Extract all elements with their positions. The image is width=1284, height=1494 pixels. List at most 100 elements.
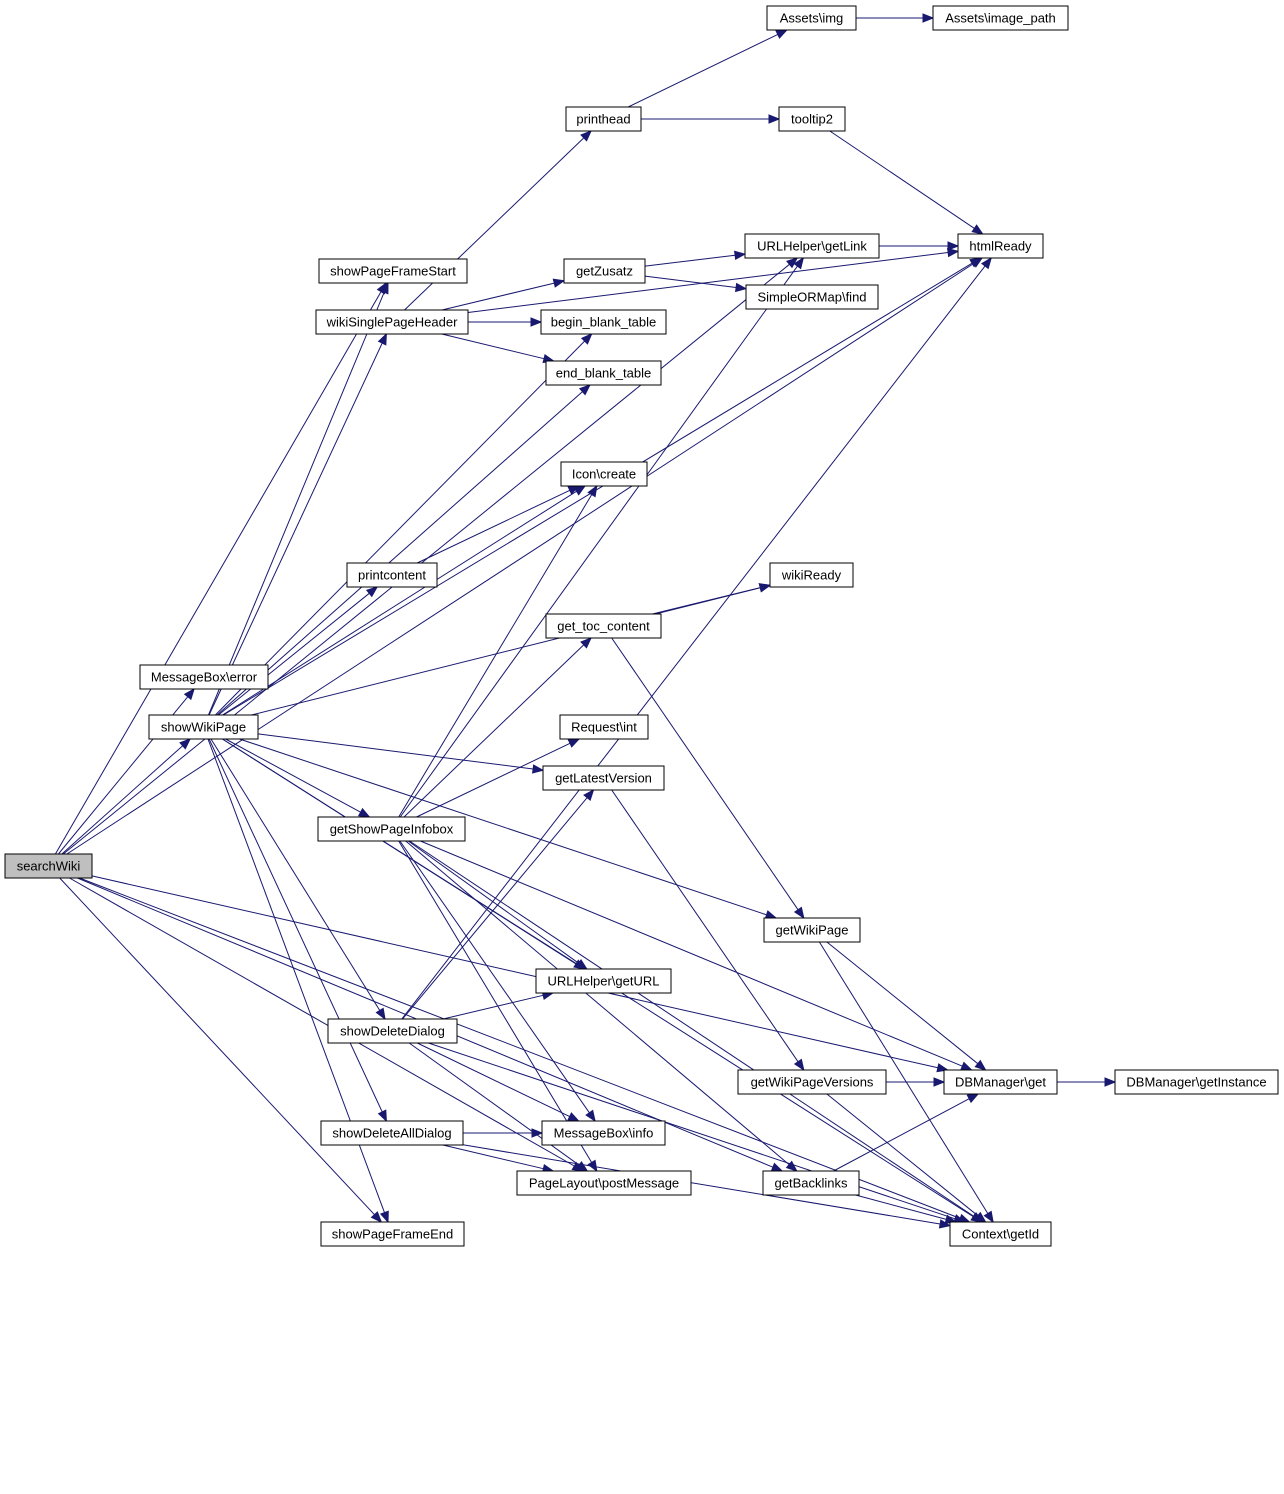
edge-showDeleteAllDialog-to-messageBoxInfo	[463, 1128, 544, 1138]
edge-getShowPageInfobox-to-getBacklinks	[405, 840, 798, 1172]
node-contextGetId[interactable]: Context\getId	[949, 1221, 1052, 1247]
edge-assetsImg-to-assetsImagePath	[856, 13, 935, 23]
node-label: URLHelper\getURL	[548, 974, 660, 989]
node-getWikiPageVersions[interactable]: getWikiPageVersions	[737, 1069, 887, 1095]
node-box	[542, 765, 665, 791]
node-postMessage[interactable]: PageLayout\postMessage	[516, 1170, 692, 1196]
edge-showWikiPage-to-showDeleteDialog	[210, 738, 386, 1021]
node-messageBoxInfo[interactable]: MessageBox\info	[541, 1120, 666, 1146]
node-iconCreate[interactable]: Icon\create	[560, 461, 648, 487]
node-box	[949, 1221, 1052, 1247]
node-box	[318, 258, 468, 284]
edge-showDeleteDialog-to-messageBoxInfo	[417, 1042, 580, 1122]
node-box	[139, 664, 269, 690]
edge-wikiSinglePageHeader-to-endBlankTable	[441, 333, 556, 364]
edge-getWikiPage-to-dbGet	[826, 941, 987, 1071]
node-label: begin_blank_table	[551, 315, 657, 330]
edge-showWikiPage-to-printcontent	[218, 586, 379, 716]
node-showPageFrameStart[interactable]: showPageFrameStart	[318, 258, 468, 284]
node-wikiSinglePageHeader[interactable]: wikiSinglePageHeader	[315, 309, 469, 335]
node-label: MessageBox\error	[151, 670, 258, 685]
node-label: wikiSinglePageHeader	[326, 315, 458, 330]
node-label: get_toc_content	[557, 619, 650, 634]
node-label: getLatestVersion	[555, 771, 652, 786]
node-box	[535, 968, 672, 994]
node-box	[541, 1120, 666, 1146]
edge-wikiSinglePageHeader-to-htmlReady	[467, 247, 960, 313]
node-label: Assets\img	[780, 11, 844, 26]
node-showWikiPage[interactable]: showWikiPage	[148, 714, 259, 740]
node-simpleFind[interactable]: SimpleORMap\find	[745, 284, 879, 310]
node-box	[559, 714, 649, 740]
node-box	[932, 5, 1069, 31]
node-label: SimpleORMap\find	[757, 290, 866, 305]
edge-showWikiPage-to-getWikiPage	[239, 738, 778, 920]
node-getTocContent[interactable]: get_toc_content	[545, 613, 662, 639]
node-getBacklinks[interactable]: getBacklinks	[762, 1170, 860, 1196]
node-messageBoxError[interactable]: MessageBox\error	[139, 664, 269, 690]
edge-searchWiki-to-messageBoxError	[58, 687, 195, 855]
node-box	[545, 360, 662, 386]
edge-layer	[54, 13, 1117, 1229]
node-box	[744, 233, 880, 259]
node-assetsImg[interactable]: Assets\img	[766, 5, 857, 31]
edge-showWikiPage-to-endBlankTable	[216, 384, 591, 716]
edge-showWikiPage-to-getShowPageInfobox	[225, 738, 371, 818]
node-label: printcontent	[358, 568, 426, 583]
node-assetsImagePath[interactable]: Assets\image_path	[932, 5, 1069, 31]
node-htmlReady[interactable]: htmlReady	[957, 233, 1044, 259]
node-label: getWikiPageVersions	[751, 1075, 874, 1090]
node-tooltip2[interactable]: tooltip2	[778, 106, 846, 132]
node-beginBlankTable[interactable]: begin_blank_table	[540, 309, 667, 335]
node-showDeleteAllDialog[interactable]: showDeleteAllDialog	[320, 1120, 464, 1146]
edge-wikiSinglePageHeader-to-getZusatz	[441, 278, 566, 311]
node-dbGetInstance[interactable]: DBManager\getInstance	[1114, 1069, 1279, 1095]
edge-printhead-to-tooltip2	[641, 114, 781, 124]
node-label: htmlReady	[969, 239, 1032, 254]
node-label: getBacklinks	[775, 1176, 848, 1191]
edge-getShowPageInfobox-to-dbGet	[420, 840, 973, 1071]
node-showDeleteDialog[interactable]: showDeleteDialog	[327, 1018, 458, 1044]
node-box	[315, 309, 469, 335]
node-searchWiki[interactable]: searchWiki	[4, 853, 93, 879]
node-wikiReady[interactable]: wikiReady	[769, 562, 854, 588]
node-requestInt[interactable]: Request\int	[559, 714, 649, 740]
node-getZusatz[interactable]: getZusatz	[563, 258, 646, 284]
node-endBlankTable[interactable]: end_blank_table	[545, 360, 662, 386]
edge-getWikiPage-to-contextGetId	[818, 941, 994, 1224]
edge-showDeleteDialog-to-postMessage	[408, 1042, 589, 1172]
node-box	[565, 106, 642, 132]
node-label: showPageFrameStart	[330, 264, 456, 279]
node-label: showDeleteDialog	[340, 1024, 445, 1039]
edge-showDeleteDialog-to-getLatestVersion	[402, 788, 595, 1020]
node-label: showWikiPage	[161, 720, 246, 735]
edge-getWikiPageVersions-to-dbGet	[886, 1077, 946, 1087]
node-dbGet[interactable]: DBManager\get	[943, 1069, 1058, 1095]
node-label: showPageFrameEnd	[332, 1227, 453, 1242]
edge-wikiSinglePageHeader-to-beginBlankTable	[468, 317, 543, 327]
edge-showWikiPage-to-getLatestVersion	[257, 733, 545, 774]
node-label: end_blank_table	[556, 366, 651, 381]
edge-getShowPageInfobox-to-getTocContent	[403, 637, 592, 818]
node-getWikiPage[interactable]: getWikiPage	[763, 917, 861, 943]
node-getShowPageInfobox[interactable]: getShowPageInfobox	[317, 816, 466, 842]
edge-getBacklinks-to-dbGet	[833, 1093, 980, 1172]
node-getLatestVersion[interactable]: getLatestVersion	[542, 765, 665, 791]
node-label: getZusatz	[576, 264, 633, 279]
node-urlGetLink[interactable]: URLHelper\getLink	[744, 233, 880, 259]
edge-showWikiPage-to-wikiSinglePageHeader	[208, 332, 387, 716]
node-box	[1114, 1069, 1279, 1095]
edge-printcontent-to-iconCreate	[416, 485, 581, 564]
node-showPageFrameEnd[interactable]: showPageFrameEnd	[320, 1221, 465, 1247]
node-printcontent[interactable]: printcontent	[346, 562, 438, 588]
edge-tooltip2-to-htmlReady	[829, 130, 984, 235]
node-box	[763, 917, 861, 943]
node-box	[346, 562, 438, 588]
node-urlGetURL[interactable]: URLHelper\getURL	[535, 968, 672, 994]
edge-showWikiPage-to-htmlReady	[223, 257, 982, 716]
edge-getShowPageInfobox-to-iconCreate	[398, 484, 598, 818]
node-printhead[interactable]: printhead	[565, 106, 642, 132]
node-label: DBManager\getInstance	[1126, 1075, 1266, 1090]
node-box	[320, 1221, 465, 1247]
